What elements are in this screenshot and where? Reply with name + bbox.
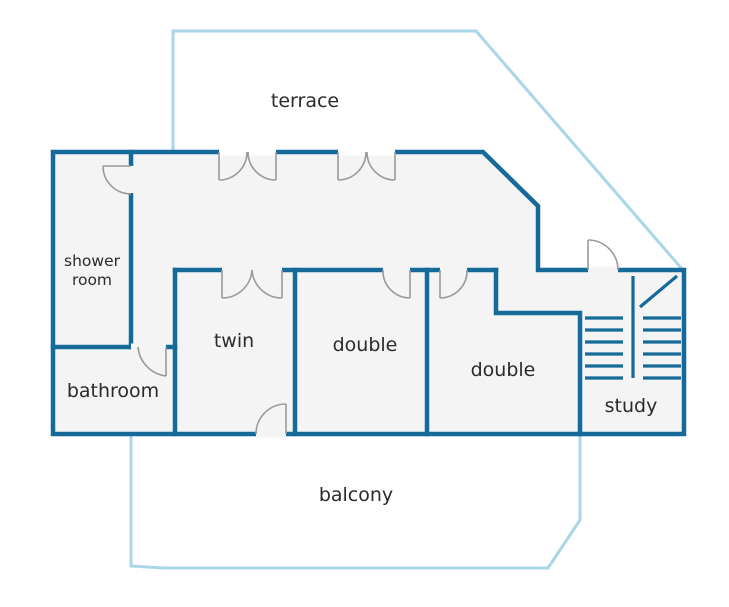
double-1-label: double xyxy=(333,334,398,356)
double-1-door xyxy=(382,269,411,299)
terrace-door-left xyxy=(218,151,277,181)
terrace-label: terrace xyxy=(271,90,339,112)
double-2-door xyxy=(439,269,468,299)
study-label: study xyxy=(605,395,658,417)
double-2-label: double xyxy=(471,359,536,381)
interior-floor xyxy=(53,152,684,434)
bathroom-door xyxy=(137,346,167,377)
shower-room-door xyxy=(102,165,132,195)
doors xyxy=(102,151,619,435)
bathroom-label: bathroom xyxy=(67,380,159,402)
balcony-outline xyxy=(129,434,582,570)
shower-room-label-line2: room xyxy=(72,271,112,289)
balcony-label: balcony xyxy=(319,484,393,506)
terrace-door-right xyxy=(337,151,396,181)
terrace-outline xyxy=(171,29,684,270)
study-door xyxy=(587,239,619,271)
twin-door xyxy=(221,269,283,299)
twin-label: twin xyxy=(214,330,254,352)
shower-room-label-line1: shower xyxy=(64,252,121,270)
staircase xyxy=(585,274,681,380)
balcony-door xyxy=(255,403,287,435)
